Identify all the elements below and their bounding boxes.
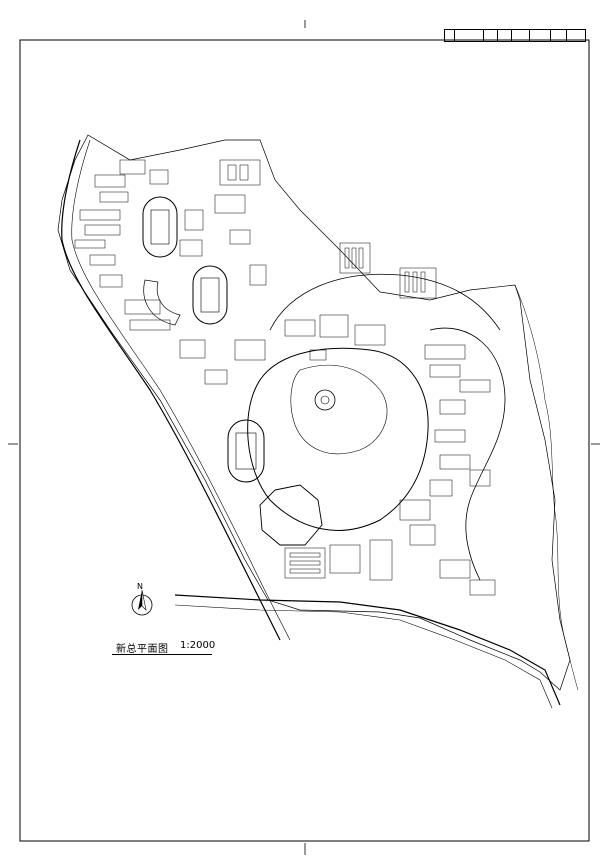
- title-block-cell: [445, 30, 455, 41]
- track-south-field: [235, 432, 257, 470]
- north-label: N: [137, 582, 143, 591]
- track-middle-field: [200, 277, 220, 313]
- title-block: [444, 29, 586, 42]
- campus-boundary: [57, 134, 571, 691]
- plaza-circle: [314, 389, 336, 411]
- track-north: [142, 196, 178, 258]
- central-green: [290, 364, 388, 455]
- sheet-border: [19, 39, 590, 842]
- buildings-east: [399, 344, 496, 596]
- octagon-building: [259, 484, 323, 546]
- title-block-cell: [567, 30, 585, 41]
- north-arc-road: [269, 273, 501, 331]
- track-middle: [192, 265, 228, 325]
- title-block-cell: [551, 30, 568, 41]
- east-loop-road: [429, 327, 506, 581]
- road-south-inner: [174, 604, 553, 709]
- title-block-cell: [498, 30, 513, 41]
- north-arrow: [131, 589, 153, 616]
- title-block-cell: [530, 30, 552, 41]
- title-block-cell: [484, 30, 499, 41]
- road-west: [61, 139, 281, 641]
- title-block-cell: [455, 30, 485, 41]
- buildings-south: [179, 339, 393, 581]
- buildings-north: [214, 159, 437, 361]
- track-north-field: [150, 209, 170, 245]
- drawing-scale: 1:2000: [180, 640, 216, 651]
- title-underline: [112, 654, 212, 655]
- road-west-inner: [71, 139, 291, 641]
- central-ring-road: [247, 347, 429, 531]
- drawing-title: 新总平面图: [116, 644, 169, 655]
- road-south: [174, 594, 561, 706]
- buildings-northwest: [74, 159, 204, 331]
- track-south: [227, 419, 265, 483]
- plaza-circle-inner: [320, 395, 330, 405]
- title-block-cell: [512, 30, 530, 41]
- grandstand: [143, 279, 181, 326]
- hill-contour: [514, 284, 579, 691]
